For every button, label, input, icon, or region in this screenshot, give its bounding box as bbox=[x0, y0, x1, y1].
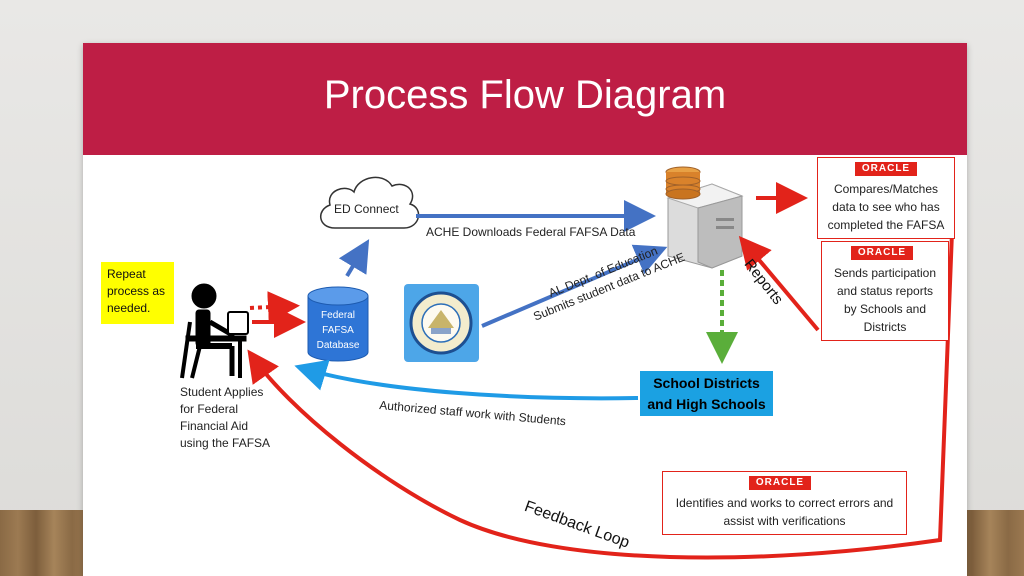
school-districts-box: School Districts and High Schools bbox=[640, 371, 773, 416]
arrow-db-to-cloud bbox=[338, 239, 370, 278]
server-icon bbox=[665, 166, 744, 269]
alabama-seal-logo bbox=[404, 284, 479, 362]
oracle-sends-box: ORACLE Sends participation and status re… bbox=[821, 241, 949, 341]
arrow-reports bbox=[738, 235, 820, 332]
oracle-identifies-box: ORACLE Identifies and works to correct e… bbox=[662, 471, 907, 535]
database-label: Federal FAFSA Database bbox=[316, 310, 360, 351]
page-title: Process Flow Diagram bbox=[323, 73, 727, 117]
arrow-student-to-db-dotted bbox=[249, 291, 300, 324]
oracle-logo: ORACLE bbox=[851, 246, 913, 260]
title-banner: Process Flow Diagram bbox=[83, 43, 967, 155]
oracle-logo: ORACLE bbox=[749, 476, 811, 490]
fafsa-database-cylinder bbox=[307, 286, 369, 362]
oracle-sends-text: Sends participation and status reports b… bbox=[833, 266, 937, 334]
oracle-compares-box: ORACLE Compares/Matches data to see who … bbox=[817, 157, 955, 239]
oracle-compares-text: Compares/Matches data to see who has com… bbox=[827, 182, 945, 232]
student-computer-icon bbox=[180, 283, 249, 379]
student-label: Student Applies for Federal Financial Ai… bbox=[180, 385, 271, 450]
oracle-logo: ORACLE bbox=[855, 162, 917, 176]
arrow-schools-to-student bbox=[294, 359, 639, 401]
arrow-aldept-to-server bbox=[481, 244, 668, 328]
ache-downloads-label: ACHE Downloads Federal FAFSA Data bbox=[426, 225, 636, 239]
arrow-feedback-loop bbox=[247, 231, 954, 560]
ed-connect-cloud bbox=[320, 176, 420, 229]
oracle-identifies-text: Identifies and works to correct errors a… bbox=[675, 496, 894, 528]
repeat-note: Repeat process as needed. bbox=[101, 262, 174, 324]
ed-connect-label: ED Connect bbox=[334, 202, 399, 216]
